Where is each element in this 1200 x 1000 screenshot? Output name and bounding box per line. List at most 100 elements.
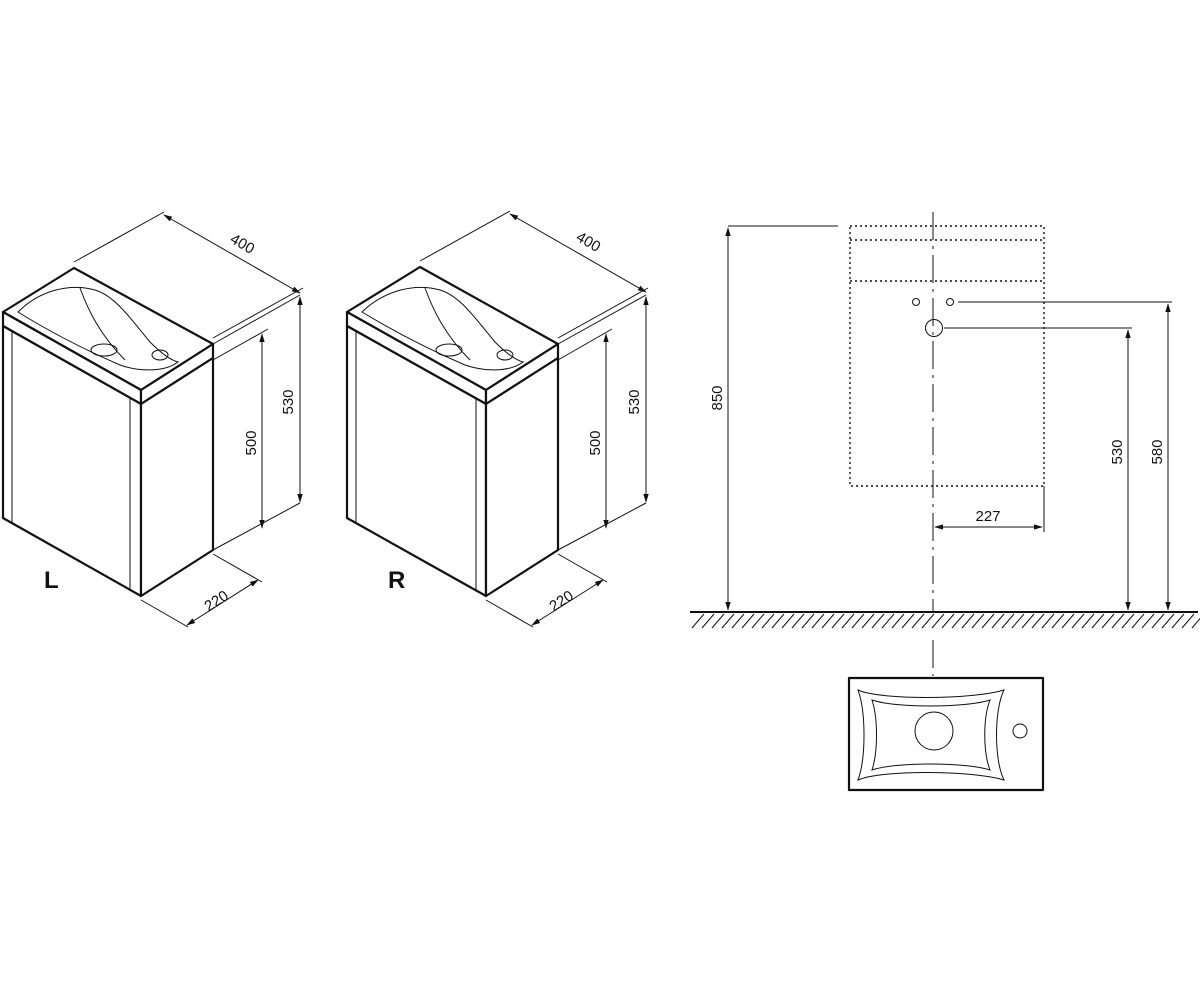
floor-hatch-stroke	[1051, 613, 1065, 629]
height-outlet-low-label: 530	[1109, 439, 1126, 464]
floor-hatch-stroke	[991, 613, 1005, 629]
basin-top-view	[847, 676, 1045, 792]
front-elevation-view: 850 580 530 227	[690, 212, 1200, 676]
cabinet-left-ext-line	[140, 599, 189, 628]
cabinet-right-view: 400 530 500 220 R	[345, 210, 649, 628]
floor-hatch-stroke	[751, 613, 765, 629]
cabinet-right-basin-inner	[424, 287, 471, 361]
basin-top-outline	[847, 676, 1045, 792]
water-outlet-left-icon	[912, 298, 920, 306]
floor-hatch-stroke	[1151, 613, 1165, 629]
floor-hatch-stroke	[971, 613, 985, 629]
floor-hatch-stroke	[911, 613, 925, 629]
floor-hatch-stroke	[1161, 613, 1175, 629]
floor-hatch-stroke	[821, 613, 835, 629]
cabinet-left-ext-line	[212, 328, 269, 361]
floor-hatch-stroke	[1131, 613, 1145, 629]
drain-outlet-icon	[925, 319, 943, 337]
floor-hatch-stroke	[981, 613, 995, 629]
floor-hatch-stroke	[1061, 613, 1075, 629]
cabinet-outline-dotted	[849, 225, 1045, 487]
cabinet-right-depth-label: 220	[546, 587, 576, 615]
floor-hatch-stroke	[841, 613, 855, 629]
floor-hatch-stroke	[721, 613, 735, 629]
floor-hatch-stroke	[891, 613, 905, 629]
cabinet-left-tap-hole	[151, 349, 169, 361]
floor-hatch-stroke	[1091, 613, 1105, 629]
floor-hatch-stroke	[1121, 613, 1135, 629]
floor-hatch-stroke	[811, 613, 825, 629]
cabinet-right-ext-line	[557, 502, 647, 551]
floor-hatch-stroke	[1021, 613, 1035, 629]
cabinet-left-ext-line	[212, 294, 301, 345]
cabinet-right-ext-line	[485, 599, 534, 628]
cabinet-left-height-body-label: 500	[243, 430, 260, 455]
cabinet-left-variant-label: L	[44, 567, 59, 594]
height-outlet-high-label: 580	[1149, 439, 1166, 464]
cabinet-right-ext-line	[419, 210, 511, 262]
basin-drain-icon	[914, 711, 954, 751]
floor-hatch-stroke	[831, 613, 845, 629]
cabinet-right-ext-line	[557, 287, 649, 339]
cabinet-right-height-total-label: 530	[626, 389, 643, 414]
floor-hatch-stroke	[801, 613, 815, 629]
cabinet-left-height-total-label: 530	[280, 389, 297, 414]
floor-hatch-stroke	[901, 613, 915, 629]
floor-hatch-stroke	[1041, 613, 1055, 629]
cabinet-left-ext-line	[212, 287, 304, 339]
floor-hatch-stroke	[931, 613, 945, 629]
cabinet-left-ext-line	[73, 211, 165, 263]
floor-hatch-stroke	[871, 613, 885, 629]
floor-hatch-stroke	[1071, 613, 1085, 629]
floor-hatch-stroke	[1031, 613, 1045, 629]
cabinet-left-drain	[90, 343, 118, 357]
center-offset-label: 227	[975, 508, 1000, 525]
floor-hatch-stroke	[1001, 613, 1015, 629]
floor-hatch-stroke	[941, 613, 955, 629]
cabinet-left-ext-line	[212, 553, 263, 583]
floor-hatch-stroke	[951, 613, 965, 629]
floor-hatch-stroke	[1011, 613, 1025, 629]
floor-hatch-stroke	[881, 613, 895, 629]
floor-hatch-stroke	[791, 613, 805, 629]
cabinet-left-view: 400 530 500 220 L	[1, 211, 304, 628]
floor-hatch-stroke	[771, 613, 785, 629]
floor-hatch-stroke	[1191, 617, 1200, 629]
floor-hatch-stroke	[761, 613, 775, 629]
floor-hatch-stroke	[1141, 613, 1155, 629]
floor-hatch-stroke	[1101, 613, 1115, 629]
cabinet-right-ext-line	[557, 294, 647, 345]
basin-bowl-inner	[871, 699, 991, 771]
floor-hatch-stroke	[1111, 613, 1125, 629]
cabinet-right-height-body-label: 500	[587, 430, 604, 455]
cabinet-right-width-dim	[509, 213, 647, 293]
floor-hatch-stroke	[1171, 613, 1185, 629]
cabinet-left-basin-inner	[79, 287, 126, 361]
floor-hatch	[691, 613, 1200, 629]
cabinet-left-width-dim	[163, 214, 301, 294]
cabinet-right-depth-dim	[531, 579, 604, 626]
cabinet-left-depth-label: 220	[201, 587, 231, 615]
floor-hatch-stroke	[741, 613, 755, 629]
floor-hatch-stroke	[861, 613, 875, 629]
floor-hatch-stroke	[1181, 613, 1195, 629]
floor-hatch-stroke	[711, 613, 725, 629]
cabinet-right-ext-line	[557, 553, 608, 583]
cabinet-right-drain	[435, 343, 463, 357]
basin-tap-hole-icon	[1012, 723, 1028, 739]
cabinet-left-ext-line	[212, 502, 301, 551]
floor-hatch-stroke	[921, 613, 935, 629]
floor-hatch-stroke	[961, 613, 975, 629]
cabinet-right-width-label: 400	[573, 228, 603, 255]
cabinet-right-variant-label: R	[388, 567, 405, 594]
basin-bowl-outer	[857, 689, 1005, 781]
cabinet-left-depth-dim	[186, 579, 259, 626]
floor-hatch-stroke	[691, 613, 705, 629]
floor-hatch-stroke	[701, 613, 715, 629]
cabinet-right-ext-line	[557, 328, 613, 361]
height-top-label: 850	[709, 385, 726, 410]
cabinet-right-tap-hole	[496, 349, 514, 361]
floor-hatch-stroke	[781, 613, 795, 629]
water-outlet-right-icon	[946, 298, 954, 306]
